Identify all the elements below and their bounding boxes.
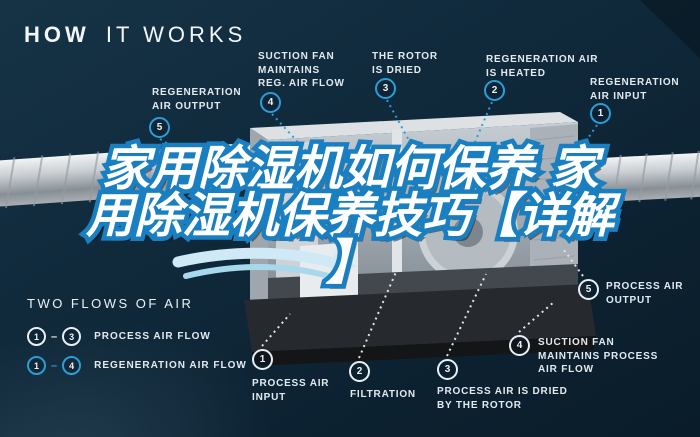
step-circle-process-4: 4 bbox=[509, 335, 530, 356]
step-circle-regen-2: 2 bbox=[484, 80, 505, 101]
step-number: 1 bbox=[597, 108, 604, 119]
legend-row-process: 1 – 3 PROCESS AIR FLOW bbox=[27, 327, 211, 346]
label-suction-fan-process: SUCTION FAN MAINTAINS PROCESS AIR FLOW bbox=[538, 337, 659, 375]
step-number: 3 bbox=[444, 364, 451, 375]
process-leader-lines bbox=[261, 249, 584, 359]
title-bold: HOW bbox=[24, 22, 90, 47]
step-number: 5 bbox=[156, 122, 163, 133]
label-filtration: FILTRATION bbox=[350, 389, 416, 400]
title-light: IT WORKS bbox=[105, 22, 247, 47]
step-circle-regen-3: 3 bbox=[375, 78, 396, 99]
corner-shade bbox=[640, 0, 700, 58]
step-number: 2 bbox=[356, 366, 363, 377]
headline-line-1: 家用除湿机如何保养 家 家用除湿机如何保养 家 bbox=[0, 141, 700, 198]
label-process-air-input: PROCESS AIR INPUT bbox=[252, 378, 330, 403]
step-number: 2 bbox=[491, 85, 498, 96]
label-process-air-dried: PROCESS AIR IS DRIED BY THE ROTOR bbox=[437, 386, 568, 411]
legend-circle-from: 1 bbox=[27, 327, 46, 346]
step-circle-regen-5: 5 bbox=[149, 117, 170, 138]
step-circle-process-2: 2 bbox=[349, 361, 370, 382]
headline-fill: 】 bbox=[325, 235, 374, 291]
headline-fill: 用除湿机保养技巧【详解 bbox=[85, 188, 614, 244]
label-regeneration-air-output: REGENERATION AIR OUTPUT bbox=[152, 87, 242, 112]
label-suction-fan-reg: SUCTION FAN MAINTAINS REG. AIR FLOW bbox=[258, 51, 345, 89]
label-process-air-output: PROCESS AIR OUTPUT bbox=[606, 281, 684, 306]
legend-circle-from: 1 bbox=[27, 356, 46, 375]
air-flow-arrow bbox=[172, 247, 358, 279]
step-number: 5 bbox=[585, 284, 592, 295]
step-circle-regen-1: 1 bbox=[590, 103, 611, 124]
machine-base bbox=[244, 284, 596, 352]
page-title: HOW IT WORKS bbox=[24, 22, 246, 48]
legend-dash: – bbox=[51, 359, 58, 372]
headline-outline: 家用除湿机如何保养 家 bbox=[97, 141, 603, 198]
legend-heading: TWO FLOWS OF AIR bbox=[27, 296, 194, 311]
machine-body bbox=[244, 112, 596, 366]
label-rotor-is-dried: THE ROTOR IS DRIED bbox=[372, 51, 438, 76]
step-number: 1 bbox=[259, 354, 266, 365]
step-number: 3 bbox=[382, 83, 389, 94]
headline-overlay: 家用除湿机如何保养 家 家用除湿机如何保养 家 用除湿机保养技巧【详解 用除湿机… bbox=[0, 141, 700, 292]
label-regeneration-air-heated: REGENERATION AIR IS HEATED bbox=[486, 54, 599, 79]
duct-right bbox=[574, 150, 700, 205]
legend-circle-to: 3 bbox=[62, 327, 82, 346]
legend-label-process: PROCESS AIR FLOW bbox=[94, 331, 211, 342]
step-circle-process-1: 1 bbox=[252, 349, 273, 370]
headline-line-2: 用除湿机保养技巧【详解 用除湿机保养技巧【详解 bbox=[0, 188, 700, 245]
step-number: 4 bbox=[267, 97, 274, 108]
step-number: 4 bbox=[516, 340, 523, 351]
legend-circle-to: 4 bbox=[62, 356, 82, 375]
step-circle-regen-4: 4 bbox=[260, 92, 281, 113]
headline-outline: 】 bbox=[321, 235, 378, 292]
headline-fill: 家用除湿机如何保养 家 bbox=[101, 141, 599, 197]
legend-dash: – bbox=[51, 330, 58, 343]
headline-outline: 用除湿机保养技巧【详解 bbox=[81, 188, 618, 245]
step-circle-process-5: 5 bbox=[578, 279, 599, 300]
step-circle-process-3: 3 bbox=[437, 359, 458, 380]
label-regeneration-air-input: REGENERATION AIR INPUT bbox=[590, 77, 680, 102]
legend-label-regeneration: REGENERATION AIR FLOW bbox=[94, 360, 247, 371]
legend-row-regeneration: 1 – 4 REGENERATION AIR FLOW bbox=[27, 356, 247, 375]
headline-line-3: 】 】 bbox=[0, 235, 700, 292]
regeneration-leader-lines bbox=[159, 99, 598, 187]
